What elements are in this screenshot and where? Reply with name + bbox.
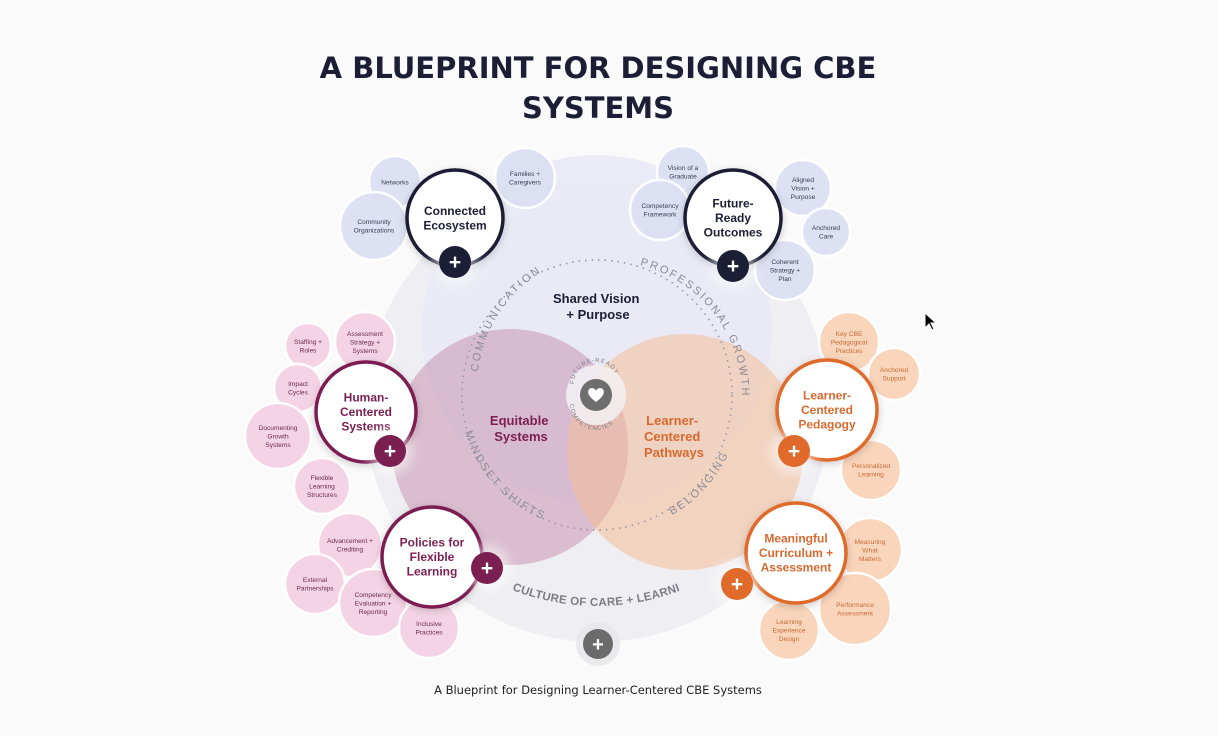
culture-expand-button[interactable]: + <box>576 622 620 666</box>
plus-icon: + <box>788 440 800 463</box>
plus-icon: + <box>481 557 493 580</box>
expand-plus-button[interactable]: + <box>368 429 412 473</box>
expand-plus-button[interactable]: + <box>715 562 759 606</box>
expand-plus-button[interactable]: + <box>711 244 755 288</box>
plus-icon: + <box>449 251 461 274</box>
dotted-ring <box>461 259 733 531</box>
figure-caption: A Blueprint for Designing Learner-Center… <box>434 683 762 697</box>
plus-icon: + <box>384 440 396 463</box>
satellite-bubble[interactable]: Families +Caregivers <box>493 146 557 210</box>
learner-pathways-circle <box>567 334 803 570</box>
satellite-label: Advancement +Crediting <box>327 538 373 554</box>
satellite-bubble[interactable]: Staffing +Roles <box>283 321 333 371</box>
plus-icon: + <box>727 255 739 278</box>
expand-plus-button[interactable]: + <box>465 546 509 590</box>
shared-vision-label: Shared Vision + Purpose <box>553 291 643 322</box>
svg-text:+: + <box>592 634 604 656</box>
mouse-cursor-icon <box>924 312 938 331</box>
heart-icon <box>588 388 604 402</box>
expand-plus-button[interactable]: + <box>433 240 477 284</box>
learner-pathways-label: Learner- Centered Pathways <box>644 413 704 460</box>
page-title: A BLUEPRINT FOR DESIGNING CBE SYSTEMS <box>319 51 877 125</box>
plus-icon: + <box>731 573 743 596</box>
satellite-label: Staffing +Roles <box>294 339 322 355</box>
satellite-label: Families +Caregivers <box>509 171 542 187</box>
expand-plus-button[interactable]: + <box>772 429 816 473</box>
equitable-systems-label: Equitable Systems <box>490 413 552 444</box>
satellite-label: Networks <box>381 179 409 186</box>
